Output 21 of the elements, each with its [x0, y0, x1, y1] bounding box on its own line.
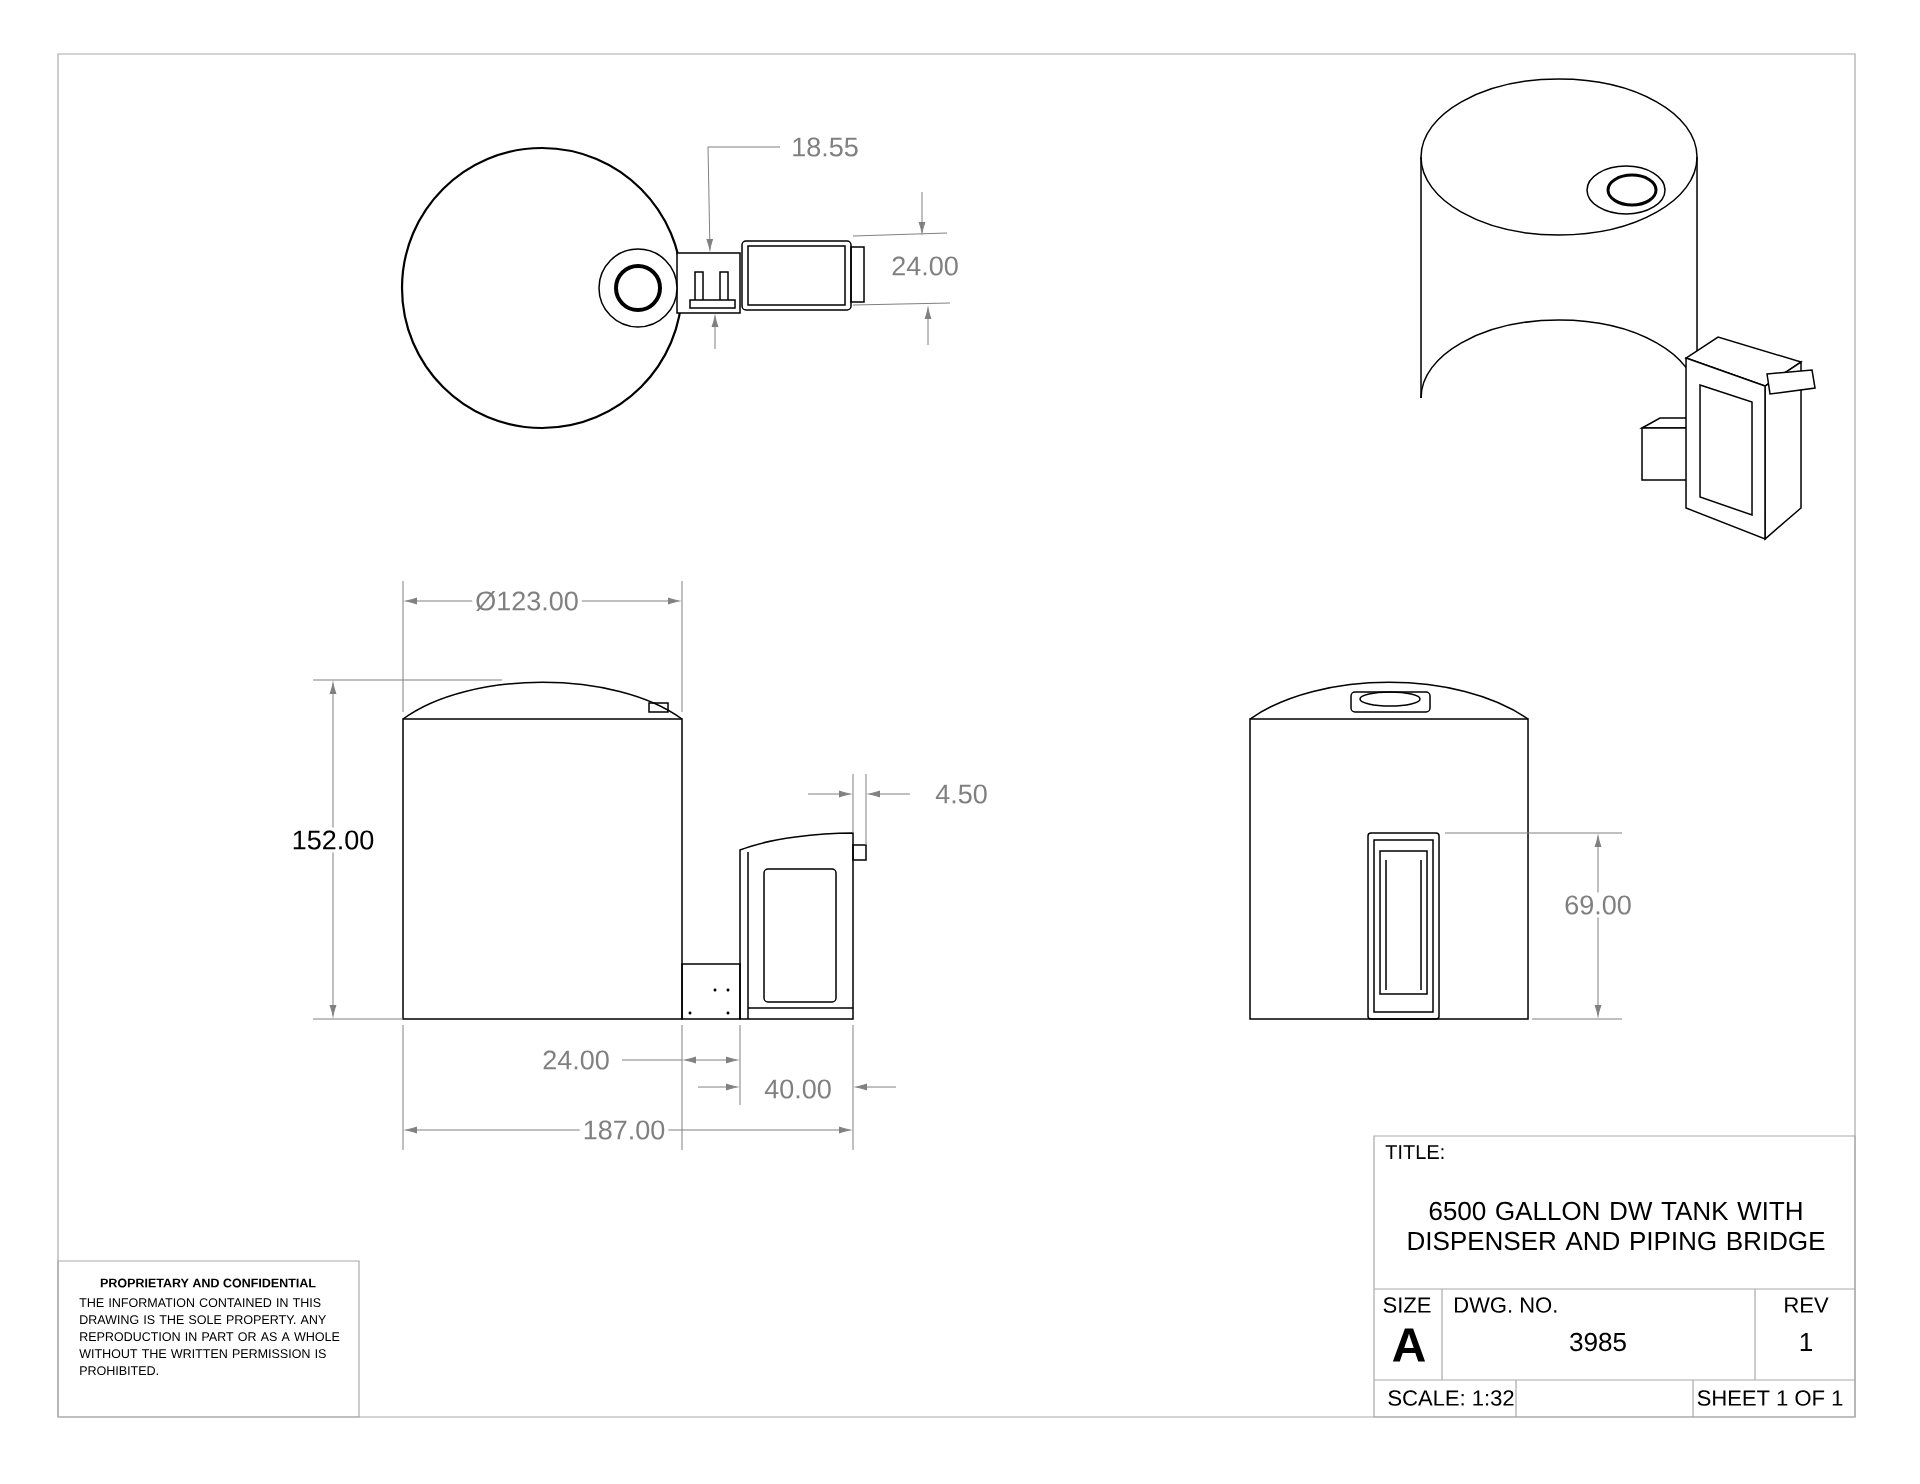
dimension-text: 18.55	[793, 137, 858, 157]
dimension-text: 40.00	[764, 1079, 831, 1099]
dimension-text: 4.50	[935, 784, 987, 804]
size-letter: A	[1392, 1328, 1426, 1362]
scale-text: SCALE: 1:32	[1388, 1390, 1514, 1406]
notice-heading: PROPRIETARY AND CONFIDENTIAL	[100, 1278, 316, 1288]
field-label: REV	[1785, 1297, 1829, 1313]
field-label: TITLE:	[1385, 1145, 1444, 1159]
dimension-text: 24.00	[543, 1050, 609, 1070]
sheet-number: SHEET 1 OF 1	[1697, 1390, 1843, 1406]
dimension-text: 187.00	[579, 1117, 669, 1143]
field-label: SIZE	[1383, 1297, 1431, 1313]
dimension-text: 24.00	[892, 256, 958, 276]
drawing-number: 3985	[1570, 1332, 1626, 1352]
revision-number: 1	[1800, 1333, 1812, 1351]
dimension-text: 152.00	[288, 827, 378, 853]
drawing-title: 6500 GALLON DW TANK WITH DISPENSER AND PIPING BRIDGE	[1408, 1201, 1825, 1251]
notice-text: THE INFORMATION CONTAINED IN THIS DRAWING IS THE SOLE PROPERTY. ANY REPRODUCTION IN PART OR AS A WHOLE WITHOUT THE WRITTEN PERMISSION IS PROHIBITED.	[79, 1298, 340, 1376]
dimension-text: Ø123.00	[472, 588, 582, 614]
dimension-text: 69.00	[1561, 892, 1635, 918]
field-label: DWG. NO.	[1455, 1297, 1557, 1313]
